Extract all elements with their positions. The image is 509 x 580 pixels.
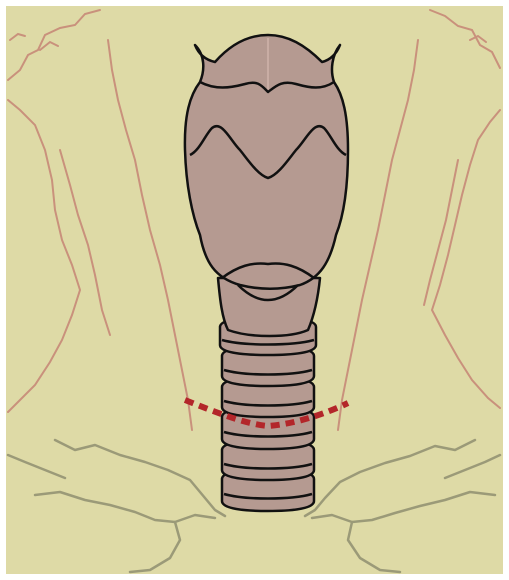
- thyroid-cartilage: [185, 35, 348, 289]
- tracheal-rings: [220, 317, 316, 511]
